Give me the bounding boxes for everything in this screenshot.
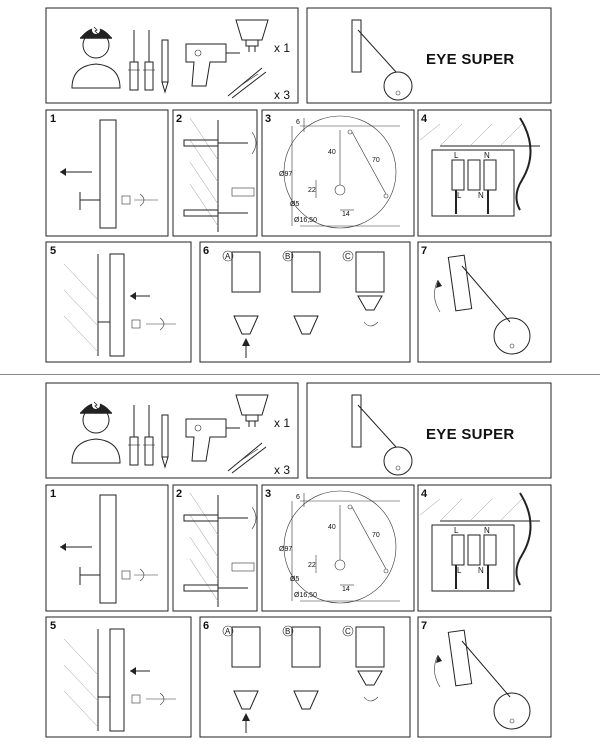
step-2-label: 2 [176, 113, 182, 125]
dim-22-copy: 22 [308, 562, 316, 569]
step-6-label-copy: 6 [203, 620, 209, 632]
dim-14-copy: 14 [342, 586, 350, 593]
dim-70: 70 [372, 157, 380, 164]
terminal-l-bottom-copy: L [457, 566, 462, 575]
terminal-n-bottom: N [478, 191, 484, 200]
step-1-label: 1 [50, 113, 56, 125]
step-7-label: 7 [421, 245, 427, 257]
step-2-label-copy: 2 [176, 488, 182, 500]
instruction-sheet-bottom: EYE SUPER 1 2 3 4 5 6 7 6 40 70 Ø97 22 Ø… [0, 375, 600, 750]
dim-22: 22 [308, 187, 316, 194]
dim-40: 40 [328, 149, 336, 156]
step-5-label: 5 [50, 245, 56, 257]
terminal-l-top: L [454, 151, 459, 160]
terminal-l-bottom: L [457, 191, 462, 200]
variant-c: C [345, 252, 351, 261]
step-5-label-copy: 5 [50, 620, 56, 632]
terminal-n-top-copy: N [484, 526, 490, 535]
dim-5-copy: Ø5 [290, 576, 299, 583]
dim-97: Ø97 [279, 171, 292, 178]
variant-a: A [225, 252, 231, 261]
dim-6-copy: 6 [296, 494, 300, 501]
step-4-label: 4 [421, 113, 428, 125]
step-3-label: 3 [265, 113, 271, 125]
instruction-sheet-top: EYE SUPER 1 2 3 4 5 6 7 6 40 70 Ø97 22 Ø… [45, 7, 552, 363]
dim-97-copy: Ø97 [279, 546, 292, 553]
terminal-n-top: N [484, 151, 490, 160]
step-3-label-copy: 3 [265, 488, 271, 500]
dim-70-copy: 70 [372, 532, 380, 539]
step-7-label-copy: 7 [421, 620, 427, 632]
sheet-top-svg: EYE SUPER 1 2 3 4 5 6 7 6 40 70 Ø97 22 Ø… [45, 7, 552, 363]
dim-14: 14 [342, 211, 350, 218]
variant-b-copy: B [285, 627, 290, 636]
dim-40-copy: 40 [328, 524, 336, 531]
dim-6: 6 [296, 119, 300, 126]
dim-16-50: Ø16,50 [294, 217, 317, 224]
variant-a-copy: A [225, 627, 231, 636]
dim-16-50-copy: Ø16,50 [294, 592, 317, 599]
product-name-copy: EYE SUPER [426, 426, 515, 443]
step-4-label-copy: 4 [421, 488, 428, 500]
step-1-label-copy: 1 [50, 488, 56, 500]
page-divider [0, 374, 600, 375]
product-name: EYE SUPER [426, 51, 515, 68]
sheet-bottom-svg: EYE SUPER 1 2 3 4 5 6 7 6 40 70 Ø97 22 Ø… [45, 382, 552, 738]
step-6-label: 6 [203, 245, 209, 257]
terminal-n-bottom-copy: N [478, 566, 484, 575]
variant-c-copy: C [345, 627, 351, 636]
terminal-l-top-copy: L [454, 526, 459, 535]
variant-b: B [285, 252, 290, 261]
dim-5: Ø5 [290, 201, 299, 208]
